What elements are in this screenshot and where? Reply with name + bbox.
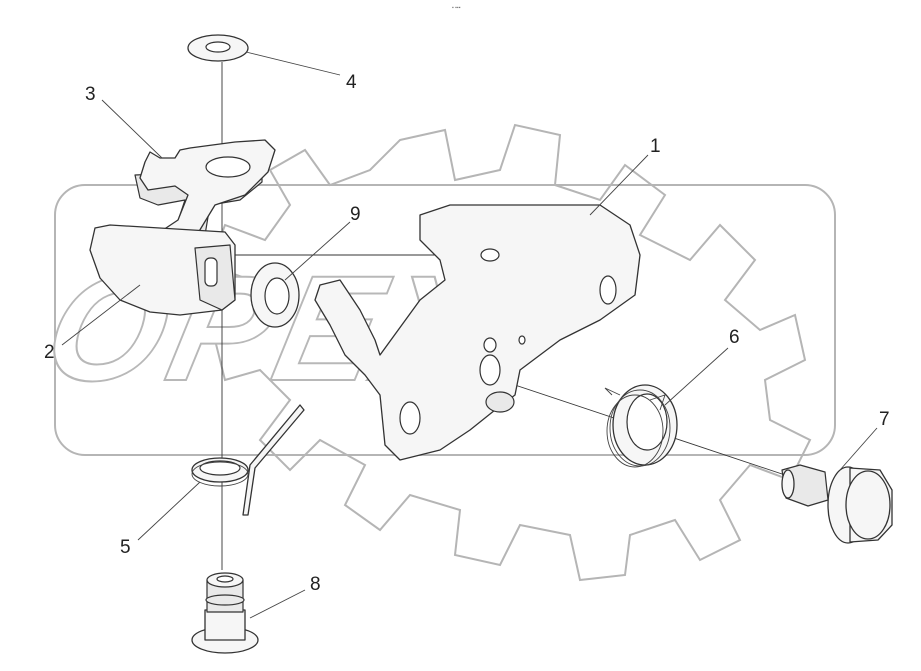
callout-4: 4 xyxy=(346,72,357,93)
callout-1: 1 xyxy=(650,136,661,157)
part-9-washer xyxy=(250,262,300,328)
leader-4 xyxy=(245,51,341,76)
part-1-main-bracket xyxy=(314,204,641,461)
leader-9 xyxy=(284,221,351,281)
leader-1 xyxy=(589,154,649,216)
callout-3: 3 xyxy=(85,84,96,105)
leader-8 xyxy=(249,589,306,619)
part-3-latch-plate xyxy=(134,139,276,253)
leader-6 xyxy=(664,347,729,406)
part-5-spring-wire xyxy=(191,404,305,516)
part-2-bracket xyxy=(89,224,236,316)
part-8-pin xyxy=(191,572,259,654)
callout-8: 8 xyxy=(310,574,321,595)
part-7-bolt xyxy=(781,464,893,544)
part-6-torsion-spring xyxy=(604,384,678,468)
callout-2: 2 xyxy=(44,342,55,363)
header-mark: ▪ ▪▪▪ xyxy=(452,5,461,11)
leader-5 xyxy=(137,481,201,541)
part-4-washer xyxy=(187,34,249,62)
callout-6: 6 xyxy=(729,327,740,348)
callout-5: 5 xyxy=(120,537,131,558)
callout-9: 9 xyxy=(350,204,361,225)
callout-7: 7 xyxy=(879,409,890,430)
watermark-plate xyxy=(54,184,836,456)
leader-3 xyxy=(101,99,163,159)
leader-7 xyxy=(839,427,878,471)
leader-2 xyxy=(61,284,141,346)
